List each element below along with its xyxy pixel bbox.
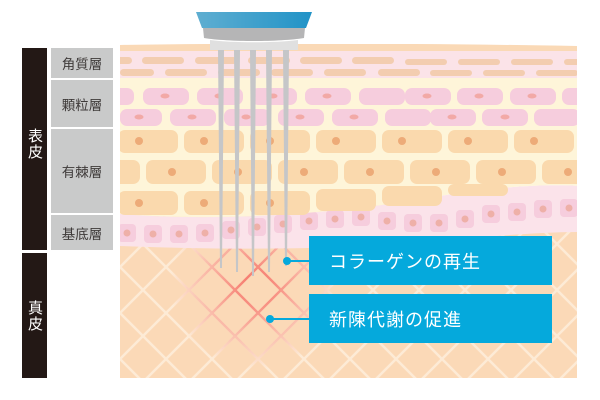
skin-layers — [120, 44, 577, 378]
layer-label-granulosum: 顆粒層 — [51, 80, 113, 127]
dermis-label: 真皮 — [26, 299, 44, 332]
callout-dot-icon — [266, 315, 274, 323]
layer-label-text: 有棘層 — [61, 165, 103, 181]
epidermis-label: 表皮 — [26, 128, 44, 160]
device-head-icon — [196, 12, 312, 28]
dermis-group-label: 真皮 — [22, 253, 47, 378]
layer-label-basale: 基底層 — [51, 215, 113, 250]
epidermis-group-label: 表皮 — [22, 48, 47, 250]
layer-label-text: 角質層 — [61, 57, 103, 73]
needles — [218, 50, 289, 276]
callout-metabolism: 新陳代謝の促進 — [309, 294, 552, 343]
callout-collagen: コラーゲンの再生 — [309, 236, 552, 285]
callout-dot-icon — [283, 257, 291, 265]
stratum-basale — [120, 185, 577, 249]
callout-leaders — [266, 257, 310, 323]
layer-label-corneum: 角質層 — [51, 48, 113, 78]
layer-label-text: 基底層 — [61, 226, 103, 243]
callout-text: コラーゲンの再生 — [329, 251, 481, 273]
microneedle-device — [196, 12, 312, 276]
layer-label-text: 顆粒層 — [61, 97, 103, 114]
stratum-spinosum — [120, 130, 577, 215]
stratum-corneum — [120, 44, 577, 78]
callout-text: 新陳代謝の促進 — [329, 309, 462, 331]
layer-label-spinosum: 有棘層 — [51, 129, 113, 213]
